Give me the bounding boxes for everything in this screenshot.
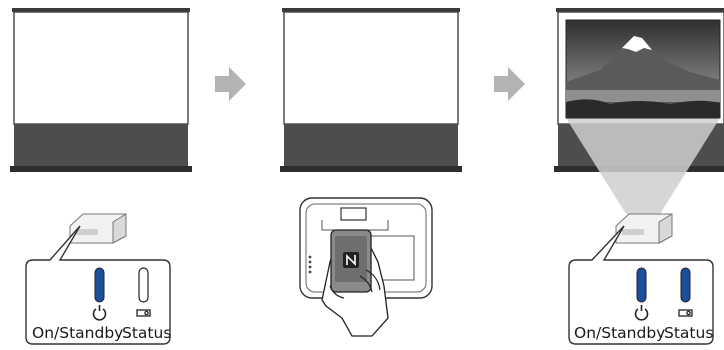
step-2 [280,8,462,336]
indicator-callout-1: On/Standby Status [26,226,171,344]
step-3: On/Standby Status [554,8,724,344]
projected-image [566,20,720,118]
status-indicator [139,268,148,302]
status-indicator [681,268,690,302]
projector-3 [616,214,672,243]
indicator-callout-3: On/Standby Status [569,226,713,344]
screen-2 [280,8,462,172]
status-label: Status [664,324,713,342]
on-standby-label: On/Standby [574,324,665,342]
arrow-right-icon [215,67,246,101]
on-standby-indicator [637,268,646,302]
status-label: Status [122,324,171,342]
on-standby-indicator [95,268,104,302]
step-1: On/Standby Status [10,8,192,344]
screen-1 [10,8,192,172]
arrow-right-icon [494,67,525,101]
on-standby-label: On/Standby [32,324,123,342]
